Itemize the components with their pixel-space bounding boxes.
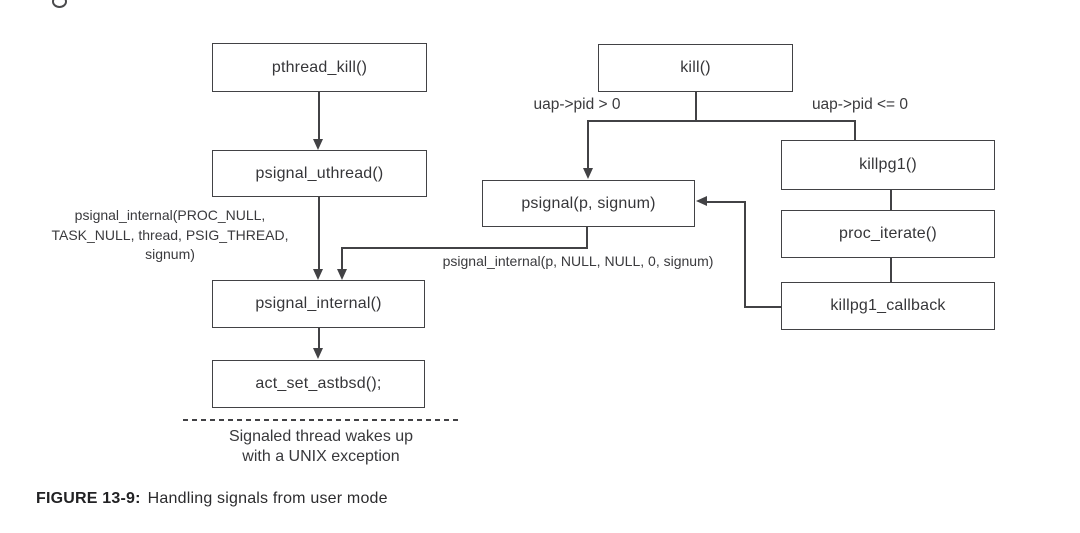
edge-prociterate-to-callback <box>890 258 892 283</box>
arrowhead-down-icon <box>336 269 347 280</box>
arrowhead-down-icon <box>313 348 323 359</box>
edge-psignal-to-internal-descent <box>341 247 343 270</box>
label-uthread-call-args: psignal_internal(PROC_NULL, TASK_NULL, t… <box>51 207 289 262</box>
node-act-set-astbsd: act_set_astbsd(); <box>212 360 425 408</box>
label-psignal-call-args: psignal_internal(p, NULL, NULL, 0, signu… <box>442 253 714 269</box>
node-proc-iterate: proc_iterate() <box>781 210 995 258</box>
label-branch-pid-positive: uap->pid > 0 <box>533 96 621 113</box>
figure-caption: FIGURE 13-9: Handling signals from user m… <box>36 490 388 508</box>
arrowhead-down-icon <box>582 168 593 179</box>
edge-callback-to-psignal <box>707 200 745 203</box>
edge-internal-to-astbsd <box>317 328 320 349</box>
arrowhead-left-icon <box>696 196 707 206</box>
edge-psignal-to-internal-run <box>341 247 587 249</box>
edge-kill-branch-bar <box>587 120 855 122</box>
edge-callback-riser <box>743 200 746 308</box>
clipped-text-fragment <box>52 0 67 8</box>
edge-kill-stem <box>694 92 697 122</box>
node-killpg1-callback: killpg1_callback <box>781 282 995 330</box>
edge-callback-out <box>743 305 782 308</box>
edge-psignal-to-internal-drop <box>585 227 588 249</box>
dashed-boundary-line <box>183 419 461 421</box>
edge-killpg1-to-prociterate <box>890 190 892 211</box>
figure-caption-number: FIGURE 13-9: <box>36 490 141 507</box>
arrowhead-down-icon <box>313 269 323 280</box>
edge-branch-to-psignal <box>587 120 589 169</box>
note-signaled-thread: Signaled thread wakes up with a UNIX exc… <box>228 428 414 465</box>
node-psignal: psignal(p, signum) <box>482 180 695 227</box>
node-psignal-uthread: psignal_uthread() <box>212 150 427 197</box>
node-kill: kill() <box>598 44 793 92</box>
label-branch-pid-nonpositive: uap->pid <= 0 <box>811 96 909 113</box>
edge-branch-to-killpg1 <box>853 120 856 141</box>
figure-caption-text: Handling signals from user mode <box>147 490 388 507</box>
node-killpg1: killpg1() <box>781 140 995 190</box>
edge-uthread-to-internal <box>317 197 320 270</box>
node-psignal-internal: psignal_internal() <box>212 280 425 328</box>
node-pthread-kill: pthread_kill() <box>212 43 427 92</box>
edge-pthreadkill-to-uthread <box>317 92 320 140</box>
arrowhead-down-icon <box>313 139 323 150</box>
